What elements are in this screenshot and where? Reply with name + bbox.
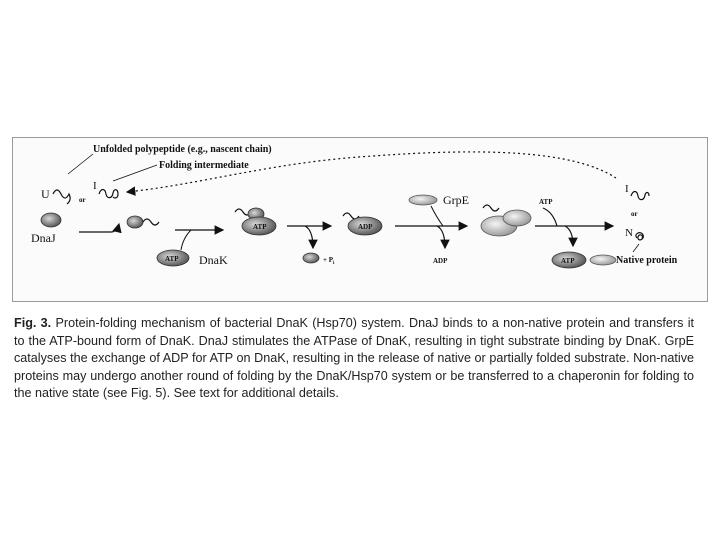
dnaj-label: DnaJ — [31, 231, 56, 245]
unfolded-label-leader — [68, 154, 93, 174]
grpe-complex-grpe-icon — [503, 210, 531, 226]
unfolded-polypeptide-label: Unfolded polypeptide (e.g., nascent chai… — [93, 144, 272, 155]
release-down-arrow — [565, 226, 573, 246]
complex-atp-label: ATP — [253, 223, 267, 231]
released-dnaj-icon — [303, 253, 319, 263]
dnaj-substrate-icon — [127, 216, 143, 228]
or-label-right: or — [631, 210, 638, 218]
grpe-icon — [409, 195, 437, 205]
intermediate-I-right-label: I — [625, 183, 629, 195]
dnak-label: DnaK — [199, 253, 228, 267]
caption-text: Protein-folding mechanism of bacterial D… — [14, 316, 694, 400]
released-grpe-icon — [590, 255, 616, 265]
dnak-atp-label-1: ATP — [165, 255, 179, 263]
dnaj-icon — [41, 213, 61, 227]
intermediate-I-label: I — [93, 180, 97, 192]
arrow-step1 — [111, 224, 119, 232]
figure-caption: Fig. 3. Protein-folding mechanism of bac… — [14, 315, 694, 403]
intermediate-label-leader — [113, 165, 157, 181]
native-protein-label: Native protein — [616, 255, 678, 266]
grpe-complex-substrate — [483, 205, 499, 211]
recycle-dashed-arrow — [127, 152, 616, 192]
dnak-adp-label: ADP — [358, 223, 373, 231]
unfolded-U-label: U — [41, 187, 50, 201]
grpe-label: GrpE — [443, 193, 469, 207]
unfolded-chain-icon — [53, 190, 70, 204]
native-N-label: N — [625, 227, 633, 239]
pi-label: + Pi — [323, 256, 335, 266]
intermediate-right-icon — [631, 192, 649, 200]
pi-release-arrow — [305, 226, 313, 248]
dnak-join-line — [181, 230, 191, 250]
grpe-join-line — [431, 206, 443, 226]
adp-release-label: ADP — [433, 257, 448, 265]
bound-substrate-chain — [143, 219, 159, 225]
atp-in-arrow — [543, 208, 557, 226]
dnak-cycle-diagram: Unfolded polypeptide (e.g., nascent chai… — [13, 138, 707, 301]
native-protein-icon — [636, 233, 643, 240]
folding-intermediate-icon — [99, 190, 118, 199]
folding-intermediate-label: Folding intermediate — [159, 160, 249, 171]
atp-in-label: ATP — [539, 198, 553, 206]
native-label-leader — [633, 244, 639, 252]
adp-release-arrow — [437, 226, 445, 248]
or-label-left: or — [79, 196, 86, 204]
figure-panel: Unfolded polypeptide (e.g., nascent chai… — [12, 137, 708, 302]
figure-number: Fig. 3. — [14, 316, 51, 330]
released-atp-label: ATP — [561, 257, 575, 265]
